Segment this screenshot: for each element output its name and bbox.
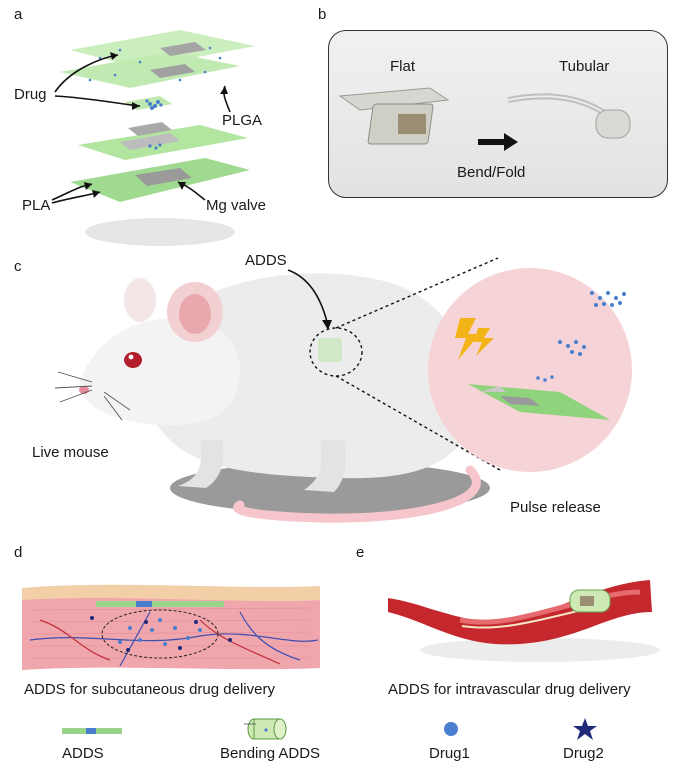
navy-star-icon bbox=[573, 718, 597, 740]
legend-label-bending-adds: Bending ADDS bbox=[220, 745, 321, 762]
flat-label: Flat bbox=[390, 58, 416, 75]
panel-a-letter: a bbox=[14, 6, 23, 23]
bending-adds-cylinder-icon bbox=[244, 718, 287, 740]
mg-valve-label: Mg valve bbox=[206, 197, 267, 214]
pulse-release-label: Pulse release bbox=[510, 499, 601, 516]
intravascular-caption: ADDS for intravascular drug delivery bbox=[388, 681, 631, 698]
subcutaneous-caption: ADDS for subcutaneous drug delivery bbox=[24, 681, 275, 698]
legend-label-drug2: Drug2 bbox=[563, 745, 604, 762]
bend-fold-label: Bend/Fold bbox=[457, 164, 526, 181]
drug-label: Drug bbox=[14, 86, 47, 103]
live-mouse-label: Live mouse bbox=[32, 444, 109, 461]
panel-e-letter: e bbox=[356, 544, 365, 561]
panel-d-letter: d bbox=[14, 544, 23, 561]
legend-label-adds: ADDS bbox=[62, 745, 104, 762]
tubular-label: Tubular bbox=[559, 58, 610, 75]
panel-c-letter: c bbox=[14, 258, 22, 275]
panel-b-letter: b bbox=[318, 6, 327, 23]
plga-label: PLGA bbox=[222, 112, 263, 129]
blue-circle-icon bbox=[444, 722, 458, 736]
adds-label: ADDS bbox=[245, 252, 287, 269]
pla-label: PLA bbox=[22, 197, 51, 214]
adds-strip-icon bbox=[62, 728, 122, 734]
legend-label-drug1: Drug1 bbox=[429, 745, 470, 762]
